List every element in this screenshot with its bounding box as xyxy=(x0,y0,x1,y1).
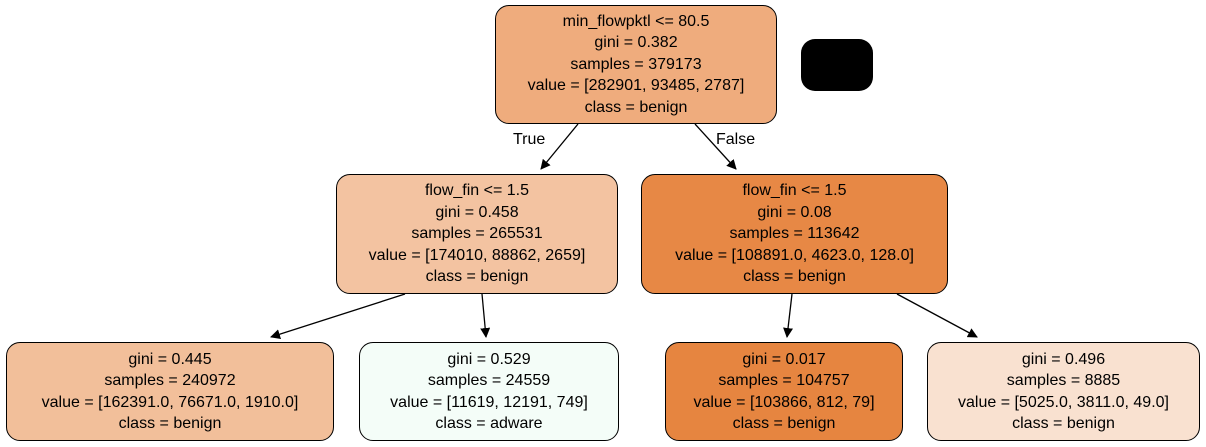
node-gini: gini = 0.382 xyxy=(594,34,678,52)
node-value: value = [108891.0, 4623.0, 128.0] xyxy=(675,246,914,264)
node-class: class = benign xyxy=(118,415,222,432)
node-class: class = benign xyxy=(1012,415,1115,432)
edge-label-false: False xyxy=(716,131,756,148)
tree-leaf-1: gini = 0.445 samples = 240972 value = [1… xyxy=(6,342,334,441)
node-value: value = [103866, 812, 79] xyxy=(693,393,875,411)
node-gini: gini = 0.529 xyxy=(447,350,531,368)
node-class: class = benign xyxy=(743,268,846,286)
node-class: class = benign xyxy=(584,98,688,116)
node-samples: samples = 104757 xyxy=(718,372,850,389)
redaction-box xyxy=(801,39,873,91)
node-split: min_flowpktl <= 80.5 xyxy=(562,12,710,30)
node-value: value = [5025.0, 3811.0, 49.0] xyxy=(958,393,1169,411)
node-gini: gini = 0.458 xyxy=(435,203,519,221)
node-class: class = benign xyxy=(732,415,836,432)
tree-leaf-2: gini = 0.529 samples = 24559 value = [11… xyxy=(359,342,619,441)
node-samples: samples = 265531 xyxy=(411,225,543,243)
node-samples: samples = 24559 xyxy=(427,372,551,389)
node-gini: gini = 0.445 xyxy=(128,350,212,368)
node-samples: samples = 8885 xyxy=(1006,372,1121,389)
tree-node-root: min_flowpktl <= 80.5 gini = 0.382 sample… xyxy=(495,5,777,124)
node-value: value = [11619, 12191, 749] xyxy=(390,393,588,411)
edge-label-true: True xyxy=(513,131,546,148)
tree-node-left: flow_fin <= 1.5 gini = 0.458 samples = 2… xyxy=(336,174,618,294)
node-value: value = [282901, 93485, 2787] xyxy=(527,77,745,95)
edge-left-to-leaf-2 xyxy=(480,293,491,338)
node-class: class = benign xyxy=(425,268,529,286)
node-value: value = [174010, 88862, 2659] xyxy=(368,246,586,264)
node-class: class = adware xyxy=(435,415,543,432)
edge-left-to-leaf-1 xyxy=(270,293,406,340)
node-gini: gini = 0.08 xyxy=(757,203,832,221)
node-gini: gini = 0.496 xyxy=(1021,350,1106,368)
node-split: flow_fin <= 1.5 xyxy=(742,182,847,200)
tree-leaf-4: gini = 0.496 samples = 8885 value = [502… xyxy=(927,342,1200,441)
edge-right-to-leaf-3 xyxy=(783,293,794,338)
node-value: value = [162391.0, 76671.0, 1910.0] xyxy=(41,393,299,411)
node-samples: samples = 379173 xyxy=(570,55,702,73)
node-samples: samples = 240972 xyxy=(104,372,236,389)
edge-right-to-leaf-4 xyxy=(896,293,978,338)
node-samples: samples = 113642 xyxy=(729,225,860,243)
tree-node-right: flow_fin <= 1.5 gini = 0.08 samples = 11… xyxy=(641,174,948,294)
node-gini: gini = 0.017 xyxy=(742,350,826,368)
edge-root-to-left xyxy=(540,123,579,170)
tree-leaf-3: gini = 0.017 samples = 104757 value = [1… xyxy=(665,342,903,441)
edge-root-to-right xyxy=(694,123,737,170)
node-split: flow_fin <= 1.5 xyxy=(424,182,530,200)
